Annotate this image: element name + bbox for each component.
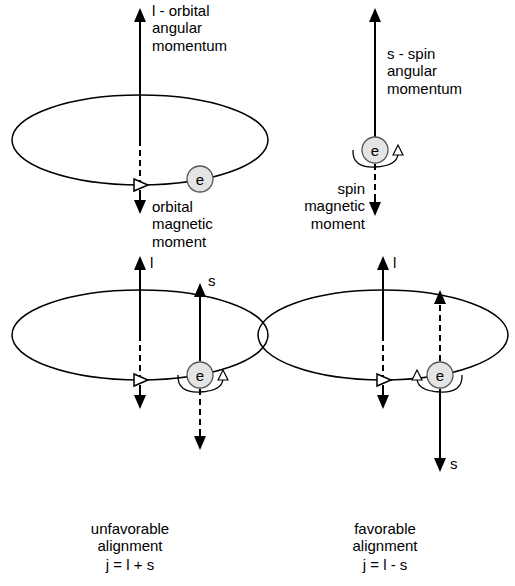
arrowhead bbox=[369, 202, 381, 216]
arrowhead bbox=[434, 458, 446, 472]
spin-moment-dashed bbox=[439, 302, 441, 361]
vector-symbol: s bbox=[450, 455, 470, 472]
electron-symbol: e bbox=[436, 368, 444, 383]
vector-label: l - orbital angular momentum bbox=[152, 2, 237, 54]
electron-symbol: e bbox=[371, 143, 379, 158]
spin-curl-head bbox=[393, 145, 403, 155]
electron-disc bbox=[427, 362, 453, 388]
orbit-direction-marks bbox=[134, 179, 391, 386]
spin-curl-head bbox=[218, 370, 228, 380]
vector-symbol: l bbox=[150, 254, 170, 271]
spin-angular-momentum-arrow bbox=[199, 295, 201, 361]
spin-curls bbox=[178, 150, 462, 392]
spin-moment-dashed bbox=[199, 389, 201, 430]
arrowhead bbox=[134, 395, 146, 409]
formula-caption: j = l - s bbox=[325, 556, 445, 573]
electron-circle: e bbox=[426, 361, 454, 389]
spin-angular-momentum-arrow bbox=[374, 20, 376, 150]
dashed-moments bbox=[140, 140, 440, 430]
vector-label: orbital magnetic moment bbox=[152, 198, 237, 250]
arrowhead bbox=[134, 8, 146, 22]
orbit-direction-triangle bbox=[377, 374, 391, 386]
electron-disc bbox=[187, 166, 213, 192]
electron-circle: e bbox=[186, 361, 214, 389]
arrowhead bbox=[434, 290, 446, 304]
vector-symbol: s bbox=[208, 272, 228, 289]
electron-symbol: e bbox=[196, 368, 204, 383]
orbital-angular-momentum-arrow bbox=[139, 20, 141, 140]
arrowhead bbox=[369, 8, 381, 22]
vector-symbol: l bbox=[393, 254, 413, 271]
electron-disc bbox=[187, 362, 213, 388]
orbit-direction-triangle bbox=[134, 374, 148, 386]
orbit-direction-triangle bbox=[134, 179, 148, 191]
electron-disc bbox=[362, 137, 388, 163]
orbital-angular-momentum-arrow bbox=[382, 268, 384, 335]
arrowhead bbox=[377, 395, 389, 409]
formula-caption: j = l + s bbox=[70, 556, 190, 573]
electron-symbol: e bbox=[196, 172, 204, 187]
orbit-group bbox=[12, 95, 508, 380]
spin-moment-dashed bbox=[374, 164, 376, 196]
arrowhead bbox=[134, 200, 146, 214]
arrowhead bbox=[194, 283, 206, 297]
spin-angular-momentum-arrow bbox=[439, 389, 441, 460]
arrowhead bbox=[134, 256, 146, 270]
spin-curl-head bbox=[412, 370, 422, 380]
arrowhead bbox=[377, 256, 389, 270]
arrowhead bbox=[194, 436, 206, 450]
spin-curl-heads bbox=[218, 145, 422, 380]
electron-circle: e bbox=[186, 165, 214, 193]
alignment-caption: unfavorable alignment bbox=[70, 520, 190, 555]
orbital-angular-momentum-arrow bbox=[139, 268, 141, 335]
vector-label: spin magnetic moment bbox=[285, 180, 365, 232]
vector-label: s - spin angular momentum bbox=[387, 45, 472, 97]
electron-circle: e bbox=[361, 136, 389, 164]
alignment-caption: favorable alignment bbox=[325, 520, 445, 555]
